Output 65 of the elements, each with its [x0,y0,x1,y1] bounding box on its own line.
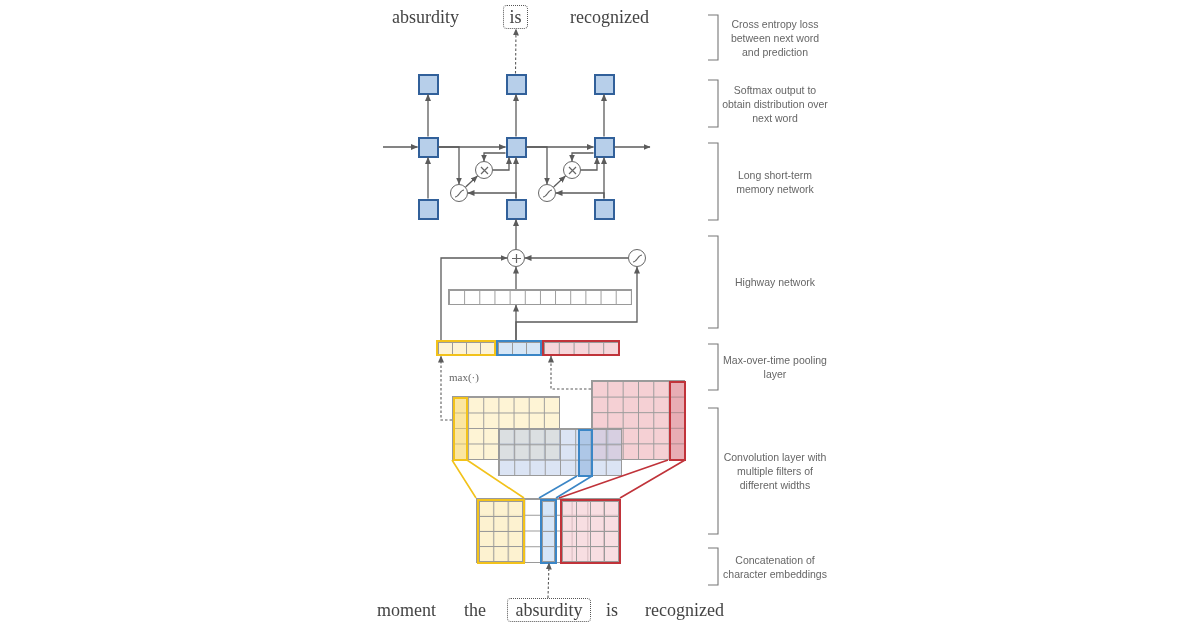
arrow [437,146,462,185]
word: is [606,599,618,621]
feature-column [669,381,686,461]
pooled-vector [542,340,620,356]
pooled-vector [436,340,496,356]
edge-label: max(·) [448,371,480,383]
arrow [464,175,479,188]
arrow [513,93,519,138]
embedding-grid [476,498,620,563]
feature-map-grid [452,396,560,460]
feature-column [453,397,468,461]
lstm-cell-box [593,136,615,158]
arrow [555,190,605,200]
word: the [464,599,486,621]
arrow [525,146,550,185]
filter-grid [560,499,621,564]
arrow [569,152,595,162]
feature-map-grid [591,380,685,460]
arrow [613,144,651,150]
layer-description: Max-over-time pooling layer [722,353,828,381]
dotted-arrow [512,28,519,75]
lstm-cell-box [417,136,439,158]
arrow [524,255,629,261]
pooled-vector [496,340,542,356]
arrow [425,93,431,138]
lstm-cell-box [505,136,527,158]
dotted-arrow [438,355,453,421]
softmax-output-box [505,73,527,95]
word: recognized [645,599,724,621]
feature-map-grid [498,428,622,476]
input-box [593,198,615,220]
arrow [425,156,431,200]
input-box [505,198,527,220]
arrow [515,266,640,341]
arrow [440,255,508,341]
filter-grid [477,499,525,564]
layer-description: Convolution layer with multiple filters of different widths [722,450,828,492]
softmax-output-box [593,73,615,95]
arrow [552,175,567,188]
arrow [580,156,600,171]
arrow [481,152,507,162]
filter-grid [540,499,557,564]
word: absurdity [392,6,459,28]
layer-description: Concatenation of character embeddings [722,552,828,581]
feature-column [578,429,593,477]
arrow [492,156,512,171]
arrow [382,144,419,150]
softmax-output-box [417,73,439,95]
word: moment [377,599,436,621]
dotted-arrow [548,355,592,390]
connector-line [451,459,525,499]
layer-description: Cross entropy loss between next word and prediction [729,16,821,59]
arrow [513,266,519,290]
arrow [513,218,519,250]
input-box [417,198,439,220]
layer-description: Highway network [734,275,816,289]
dotted-arrow [545,562,552,599]
word: recognized [570,6,649,28]
layer-description: Long short-term memory network [735,167,815,196]
highway-vector [448,289,632,305]
layer-description: Softmax output to obtain distribution over next word [722,82,828,125]
connector-line [538,475,593,499]
connector-line [558,459,686,499]
arrow [601,93,607,138]
arrow [467,190,517,200]
